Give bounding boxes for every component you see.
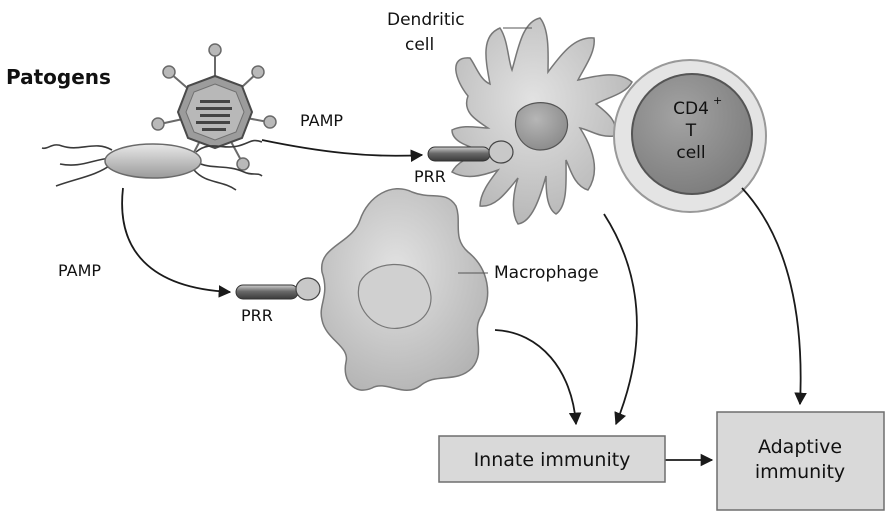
prr-receptor-top-icon <box>427 140 514 164</box>
prr-receptor-bottom-icon <box>235 277 321 301</box>
arrow-bacterium-to-prr <box>121 187 232 298</box>
cd4-t-cell-icon <box>613 59 767 213</box>
prr-bottom-label: PRR <box>241 306 273 325</box>
pamp-left-label: PAMP <box>58 261 101 280</box>
dendritic-label-line1: Dendritic <box>387 10 465 30</box>
arrow-tcell-to-adaptive <box>741 187 807 406</box>
prr-top-label: PRR <box>414 167 446 186</box>
macrophage-label: Macrophage <box>494 263 599 283</box>
adaptive-immunity-label-line1: Adaptive <box>758 436 842 458</box>
t-cell-label-line1: CD4 <box>673 99 709 119</box>
dendritic-cell-icon <box>451 17 633 225</box>
adaptive-immunity-box: Adaptive immunity <box>716 411 885 511</box>
arrow-virus-to-prr <box>261 139 424 162</box>
pamp-top-label: PAMP <box>300 111 343 130</box>
t-cell-label-line3: cell <box>676 143 705 163</box>
t-cell-label-sup: + <box>713 94 722 107</box>
t-cell-label-line2: T <box>685 121 697 141</box>
arrow-macrophage-to-innate <box>494 329 582 426</box>
pathogens-label: Patogens <box>6 65 111 89</box>
bacterium-icon <box>41 139 263 191</box>
macrophage-icon <box>320 187 489 391</box>
innate-immunity-box: Innate immunity <box>438 435 666 483</box>
innate-immunity-label: Innate immunity <box>474 449 631 471</box>
virus-icon <box>151 43 277 171</box>
dendritic-label-line2: cell <box>405 35 434 55</box>
adaptive-immunity-label-line2: immunity <box>755 461 845 483</box>
arrow-dendritic-to-innate <box>603 213 638 426</box>
